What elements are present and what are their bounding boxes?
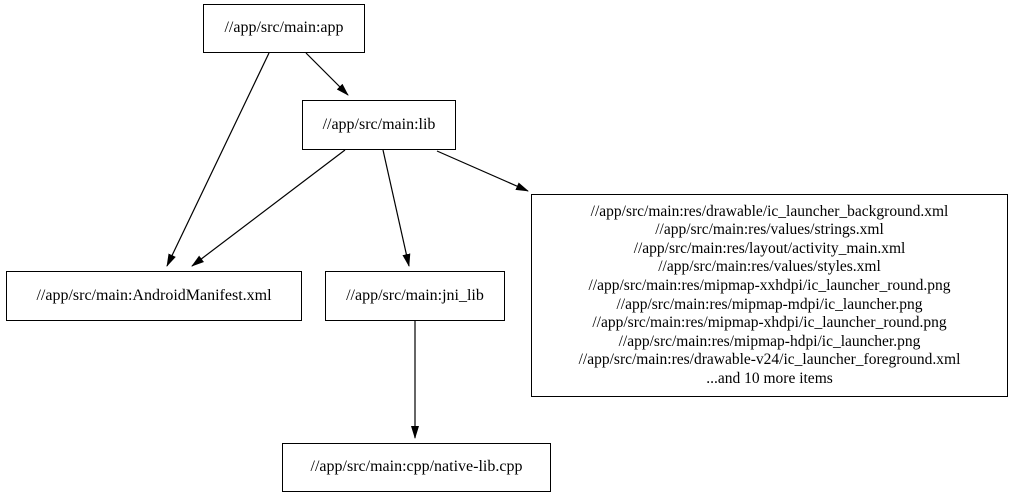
node-lib-label: //app/src/main:lib: [322, 115, 436, 133]
edge-app-to-lib: [305, 52, 349, 96]
node-android-manifest: //app/src/main:AndroidManifest.xml: [6, 271, 302, 321]
edge-app-to-manifest: [166, 52, 270, 267]
res-group-line: //app/src/main:res/values/strings.xml: [655, 221, 884, 239]
edge-lib-to-res-group: [436, 150, 529, 192]
node-jni-lib-label: //app/src/main:jni_lib: [346, 286, 484, 304]
res-group-line: //app/src/main:res/drawable-v24/ic_launc…: [578, 351, 961, 369]
res-group-line: //app/src/main:res/drawable/ic_launcher_…: [590, 202, 949, 220]
node-android-manifest-label: //app/src/main:AndroidManifest.xml: [36, 286, 272, 304]
node-app: //app/src/main:app: [203, 4, 365, 53]
res-group-line: //app/src/main:res/mipmap-mdpi/ic_launch…: [616, 295, 923, 313]
node-lib: //app/src/main:lib: [302, 100, 456, 150]
res-group-line: //app/src/main:res/mipmap-hdpi/ic_launch…: [618, 332, 921, 350]
res-group-line: //app/src/main:res/layout/activity_main.…: [633, 239, 906, 257]
node-jni-lib: //app/src/main:jni_lib: [325, 271, 505, 321]
edge-lib-to-manifest: [191, 149, 346, 267]
node-app-label: //app/src/main:app: [224, 19, 344, 37]
res-group-line: //app/src/main:res/mipmap-xhdpi/ic_launc…: [592, 314, 947, 332]
res-group-line: ...and 10 more items: [706, 369, 833, 387]
res-group-line: //app/src/main:res/mipmap-xxhdpi/ic_laun…: [588, 276, 951, 294]
edge-lib-to-jni-lib: [382, 149, 411, 267]
node-native-lib-cpp: //app/src/main:cpp/native-lib.cpp: [282, 443, 551, 492]
node-res-group: //app/src/main:res/drawable/ic_launcher_…: [531, 194, 1008, 397]
node-native-lib-cpp-label: //app/src/main:cpp/native-lib.cpp: [310, 458, 523, 476]
res-group-line: //app/src/main:res/values/styles.xml: [658, 258, 881, 276]
